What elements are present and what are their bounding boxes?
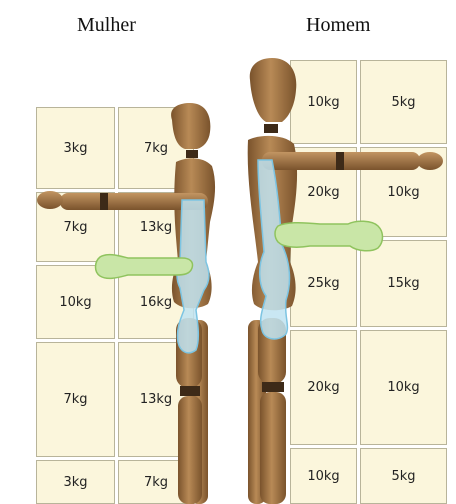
woman-mannequin — [37, 103, 215, 504]
man-mannequin — [248, 58, 443, 504]
